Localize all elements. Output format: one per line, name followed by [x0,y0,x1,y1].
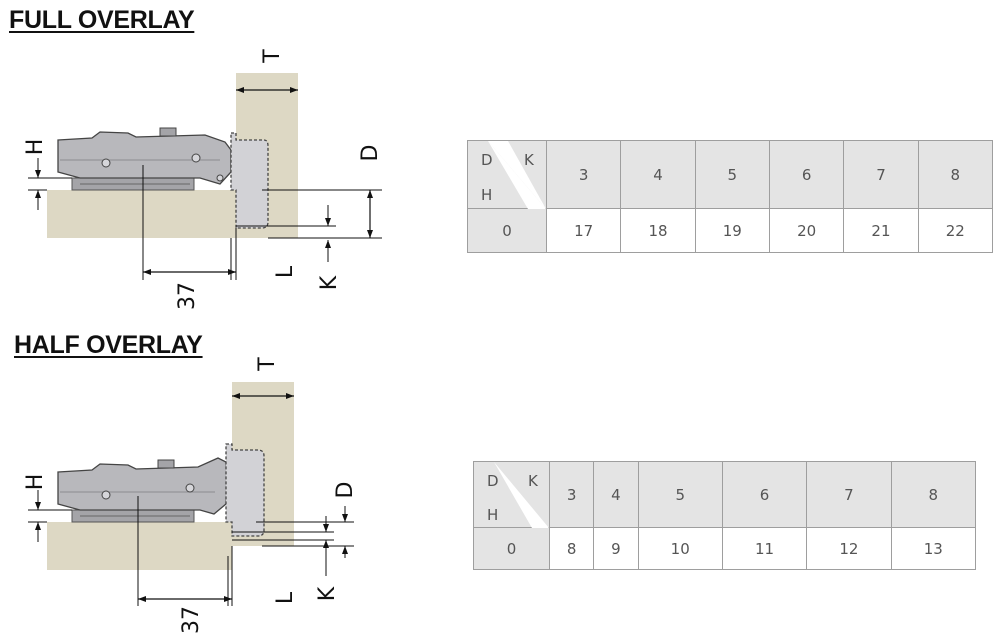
full-overlay-title: FULL OVERLAY [9,6,195,34]
d-value-cell: 9 [593,527,639,570]
dim-k-label: K [315,586,340,601]
dim-l-label: L [273,265,298,278]
dim-h-label: H [23,474,48,491]
k-value-cell: 7 [843,140,919,209]
carcass-panel [47,522,232,570]
dim-h-label: H [23,139,48,156]
table-corner-cell: D K H [467,140,547,209]
d-value-cell: 17 [545,208,622,253]
hinge-cup [230,132,269,229]
half-overlay-diagram: T D K H 37 L [23,357,358,634]
corner-diagonal [494,462,549,528]
hinge-cup [225,443,265,537]
k-value-cell: 4 [593,461,639,528]
k-value-cell: 8 [917,140,994,209]
d-value-cell: 10 [637,527,723,570]
dim-l-label: L [273,591,298,604]
corner-diagonal [488,141,546,209]
dim-t-label: T [255,357,280,372]
d-value-cell: 8 [548,527,595,570]
corner-h-label: H [481,186,493,204]
d-value-cell: 12 [806,527,892,570]
k-value-cell: 5 [694,140,770,209]
dim-d-label: D [358,145,383,162]
hinge-arm [57,131,232,185]
carcass-panel [47,190,236,238]
corner-d-label: D [487,472,499,490]
half-overlay-table: D K H 3 4 5 6 7 8 0 8 9 10 11 12 13 [473,461,977,570]
dim-37-label: 37 [179,606,204,634]
k-value-cell: 6 [768,140,845,209]
d-value-cell: 21 [843,208,919,253]
full-overlay-diagram: T D K H 37 L [23,49,383,310]
d-value-cell: 13 [890,527,977,570]
half-overlay-title: HALF OVERLAY [14,331,203,359]
k-value-cell: 8 [890,461,977,528]
k-value-cell: 7 [806,461,892,528]
dim-37-label: 37 [175,282,200,310]
full-overlay-table: D K H 3 4 5 6 7 8 0 17 18 19 20 21 22 [467,140,994,253]
d-value-cell: 20 [768,208,845,253]
d-value-cell: 11 [721,527,808,570]
k-value-cell: 4 [620,140,696,209]
d-value-cell: 22 [917,208,994,253]
corner-k-label: K [524,151,534,169]
k-value-cell: 3 [545,140,622,209]
h-value-cell: 0 [473,527,550,570]
hinge-arm [57,457,229,515]
corner-k-label: K [528,472,538,490]
dim-k-label: K [317,275,342,290]
d-value-cell: 19 [694,208,770,253]
dim-d-label: D [333,482,358,499]
corner-h-label: H [487,506,499,524]
k-value-cell: 3 [548,461,595,528]
corner-d-label: D [481,151,493,169]
k-value-cell: 6 [721,461,808,528]
d-value-cell: 18 [620,208,696,253]
h-value-cell: 0 [467,208,547,253]
k-value-cell: 5 [637,461,723,528]
dim-t-label: T [260,49,285,64]
table-corner-cell: D K H [473,461,550,528]
